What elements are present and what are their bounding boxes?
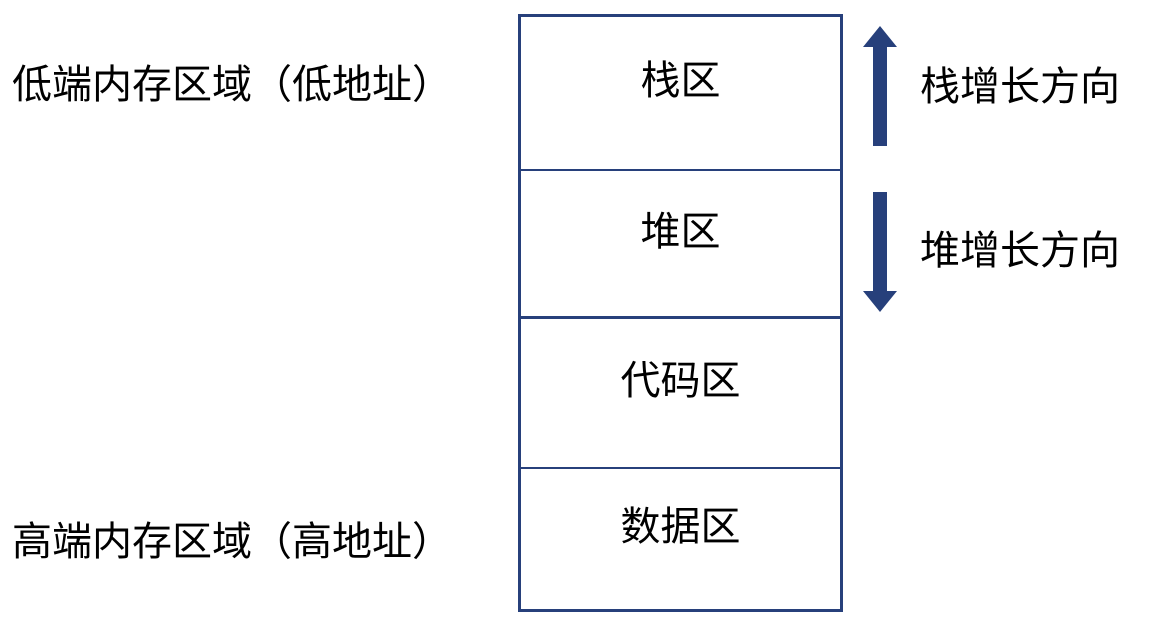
memory-segment-heap-label: 堆区 (640, 209, 721, 254)
memory-segment-heap: 堆区 (521, 171, 840, 319)
memory-segment-code: 代码区 (521, 319, 840, 469)
arrow-down-icon (863, 192, 897, 312)
memory-layout-diagram: 栈区 堆区 代码区 数据区 (518, 14, 843, 612)
stack-growth-annotation: 栈增长方向 (862, 26, 1120, 148)
memory-segment-code-label: 代码区 (620, 359, 741, 403)
memory-segment-stack-label: 栈区 (640, 59, 721, 103)
low-memory-address-label: 低端内存区域（低地址） (12, 63, 452, 107)
heap-growth-annotation: 堆增长方向 (862, 190, 1120, 312)
stack-growth-label: 栈增长方向 (920, 65, 1120, 109)
memory-segment-stack: 栈区 (521, 17, 840, 171)
arrow-up-icon (863, 26, 897, 146)
memory-segment-data: 数据区 (521, 469, 840, 609)
heap-growth-label: 堆增长方向 (920, 229, 1120, 273)
high-memory-address-label: 高端内存区域（高地址） (12, 520, 452, 564)
memory-segment-data-label: 数据区 (620, 505, 741, 549)
